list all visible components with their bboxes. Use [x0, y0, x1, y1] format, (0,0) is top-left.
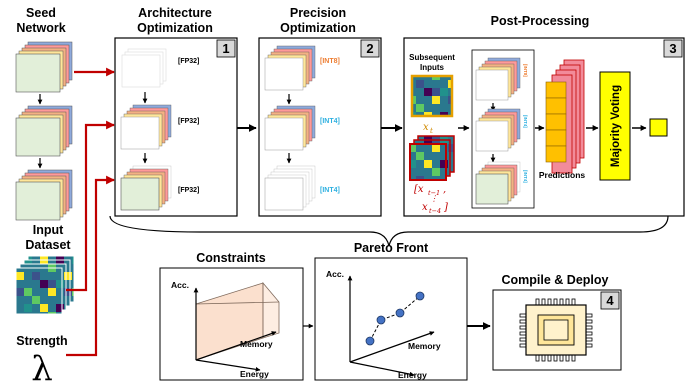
window-last-sub: t−4	[429, 207, 441, 215]
pareto-points	[365, 291, 425, 346]
window-first: [x	[414, 184, 424, 195]
compile-deploy-panel: Compile & Deploy 4	[492, 273, 622, 371]
prec-tag-1: [INT8]	[320, 58, 340, 65]
predictions-stack	[545, 59, 585, 174]
window-first-end: ,	[443, 184, 446, 195]
prec-tag-2: [INT4]	[320, 118, 340, 125]
subsequent-inputs-line1: Subsequent	[409, 53, 455, 62]
current-input-x: x	[423, 122, 429, 133]
step-number-4: 4	[606, 293, 614, 308]
window-last-end: ]	[443, 202, 448, 213]
seed-network: Seed Network	[15, 6, 73, 221]
arch-title-line1: Architecture	[138, 6, 212, 20]
pareto-axis-acc: Acc.	[326, 269, 344, 279]
pareto-title: Pareto Front	[354, 241, 429, 255]
prec-title-line2: Optimization	[280, 21, 356, 35]
input-dataset: Input Dataset	[15, 223, 75, 315]
seed-network-title-line2: Network	[16, 21, 65, 35]
post-tag-3: [INT4]	[523, 170, 528, 183]
window-dots: ⋮	[430, 194, 438, 203]
arch-layer-2	[120, 104, 172, 150]
pareto-box	[314, 257, 468, 381]
arch-layer-3	[120, 165, 172, 211]
constraints-panel: Constraints Acc. Memory Energy	[159, 251, 304, 381]
architecture-optimization: Architecture Optimization 1 [FP32] [FP32…	[114, 6, 238, 217]
compile-title: Compile & Deploy	[502, 273, 609, 287]
prec-title-line1: Precision	[290, 6, 346, 20]
majority-voting-box	[599, 71, 631, 181]
prec-layer-2	[264, 105, 316, 151]
strength-label: Strength	[16, 334, 67, 348]
post-processing: Post-Processing 3 Subsequent Inputs x t …	[403, 14, 685, 217]
precision-optimization: Precision Optimization 2 [INT8] [INT4]	[258, 6, 382, 217]
step-number-3: 3	[669, 41, 676, 56]
post-layer-3	[475, 161, 521, 205]
constraints-axis-acc: Acc.	[171, 280, 189, 290]
lambda-symbol: λ	[31, 349, 53, 389]
current-input-sub: t	[430, 127, 433, 135]
constraints-axis-memory: Memory	[240, 339, 273, 349]
arch-tag-3: [FP32]	[178, 187, 199, 194]
seed-block-3	[15, 169, 73, 221]
post-layer-2	[475, 108, 521, 152]
arch-layer-1	[121, 48, 167, 88]
post-layer-1	[475, 57, 521, 101]
step-number-1: 1	[222, 41, 229, 56]
seed-block-2	[15, 105, 73, 157]
seed-block-1	[15, 41, 73, 93]
arch-tag-1: [FP32]	[178, 58, 199, 65]
constraints-axis-energy: Energy	[240, 369, 269, 379]
current-input-heatmap	[410, 74, 454, 118]
pareto-axis-memory: Memory	[408, 341, 441, 351]
constraints-title: Constraints	[196, 251, 266, 265]
subsequent-inputs-line2: Inputs	[420, 63, 445, 72]
grouping-brace	[109, 215, 669, 247]
chip-icon	[519, 298, 593, 362]
arch-title-line2: Optimization	[137, 21, 213, 35]
majority-voting-label: Majority Voting	[610, 85, 622, 167]
prediction-column	[545, 81, 567, 163]
predictions-label: Predictions	[539, 170, 586, 180]
window-last: x	[422, 202, 428, 213]
prec-layer-1	[264, 45, 316, 91]
post-tag-1: [INT8]	[523, 64, 528, 77]
input-heatmap	[15, 267, 63, 315]
pareto-panel: Pareto Front Acc. Memory Energy	[314, 241, 468, 381]
prec-tag-3: [INT4]	[320, 187, 340, 194]
pareto-axis-energy: Energy	[398, 370, 427, 380]
window-first-sub: t−1	[428, 189, 440, 197]
seed-network-title-line1: Seed	[26, 6, 56, 20]
previous-inputs-stack	[409, 135, 455, 181]
input-dataset-title-line2: Dataset	[25, 238, 71, 252]
input-arrows	[66, 67, 115, 357]
input-dataset-title-line1: Input	[33, 223, 64, 237]
step-number-2: 2	[366, 41, 373, 56]
post-title: Post-Processing	[491, 14, 590, 28]
final-output-box	[649, 118, 668, 137]
prec-layer-3	[264, 165, 316, 211]
arch-tag-2: [FP32]	[178, 118, 199, 125]
post-tag-2: [INT4]	[523, 115, 528, 128]
